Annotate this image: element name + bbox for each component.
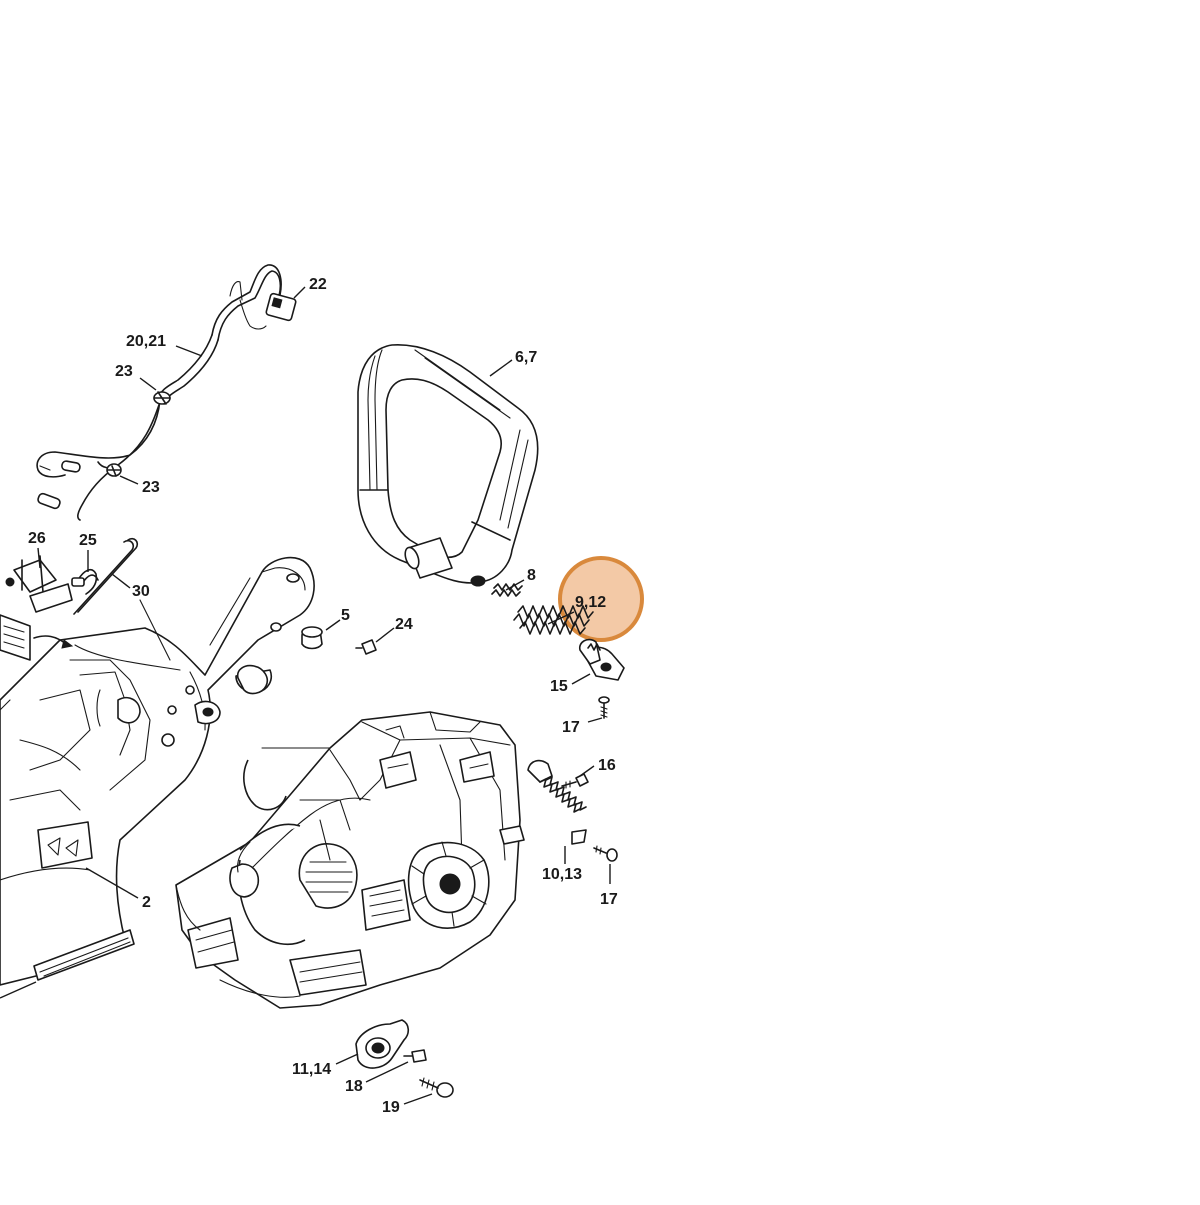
buffer-spring-8[interactable]: [491, 583, 523, 597]
callout-10-13[interactable]: 10,13: [542, 866, 582, 883]
callout-2[interactable]: 2: [142, 894, 151, 911]
part-25[interactable]: [71, 568, 99, 595]
callout-17-upper[interactable]: 17: [562, 719, 580, 736]
bracket-15[interactable]: [578, 638, 625, 681]
callout-18[interactable]: 18: [345, 1078, 363, 1095]
screw-17-top[interactable]: [598, 696, 610, 719]
callout-22[interactable]: 22: [309, 276, 327, 293]
callout-19[interactable]: 19: [382, 1099, 400, 1116]
callout-15[interactable]: 15: [550, 678, 568, 695]
callout-11-14[interactable]: 11,14: [292, 1061, 331, 1078]
engine-unit: [175, 664, 525, 1009]
leader-lines: [0, 286, 611, 1105]
callout-30[interactable]: 30: [132, 583, 150, 600]
callout-6-7[interactable]: 6,7: [515, 349, 537, 366]
callout-8[interactable]: 8: [527, 567, 536, 584]
screw-16[interactable]: [561, 773, 589, 789]
cable-30[interactable]: [73, 537, 139, 615]
handlebar-part[interactable]: [357, 344, 539, 587]
plug-5[interactable]: [301, 626, 323, 650]
callout-24[interactable]: 24: [395, 616, 413, 633]
callout-labels: 22 20,21 23 23 6,7 26 25 30 8 9,12 5 24 …: [28, 276, 618, 1116]
callout-26[interactable]: 26: [28, 530, 46, 547]
part-26[interactable]: [5, 555, 73, 613]
screw-24[interactable]: [355, 639, 377, 655]
callout-5[interactable]: 5: [341, 607, 350, 624]
callout-16[interactable]: 16: [598, 757, 616, 774]
callout-9-12[interactable]: 9,12: [575, 594, 606, 611]
callout-17-lower[interactable]: 17: [600, 891, 618, 908]
screw-18[interactable]: [403, 1049, 427, 1063]
wiring-harness: [36, 264, 297, 521]
screw-17-bottom[interactable]: [593, 845, 618, 862]
annular-buffer-9-12[interactable]: [513, 605, 594, 635]
bracket-11-14[interactable]: [355, 1019, 410, 1069]
callout-23-upper[interactable]: 23: [115, 363, 133, 380]
callout-20-21[interactable]: 20,21: [126, 333, 166, 350]
spring-10-13[interactable]: [527, 759, 587, 845]
callout-23-lower[interactable]: 23: [142, 479, 160, 496]
callout-25[interactable]: 25: [79, 532, 97, 549]
screw-19[interactable]: [419, 1077, 454, 1098]
tank-housing-2[interactable]: [0, 556, 315, 986]
